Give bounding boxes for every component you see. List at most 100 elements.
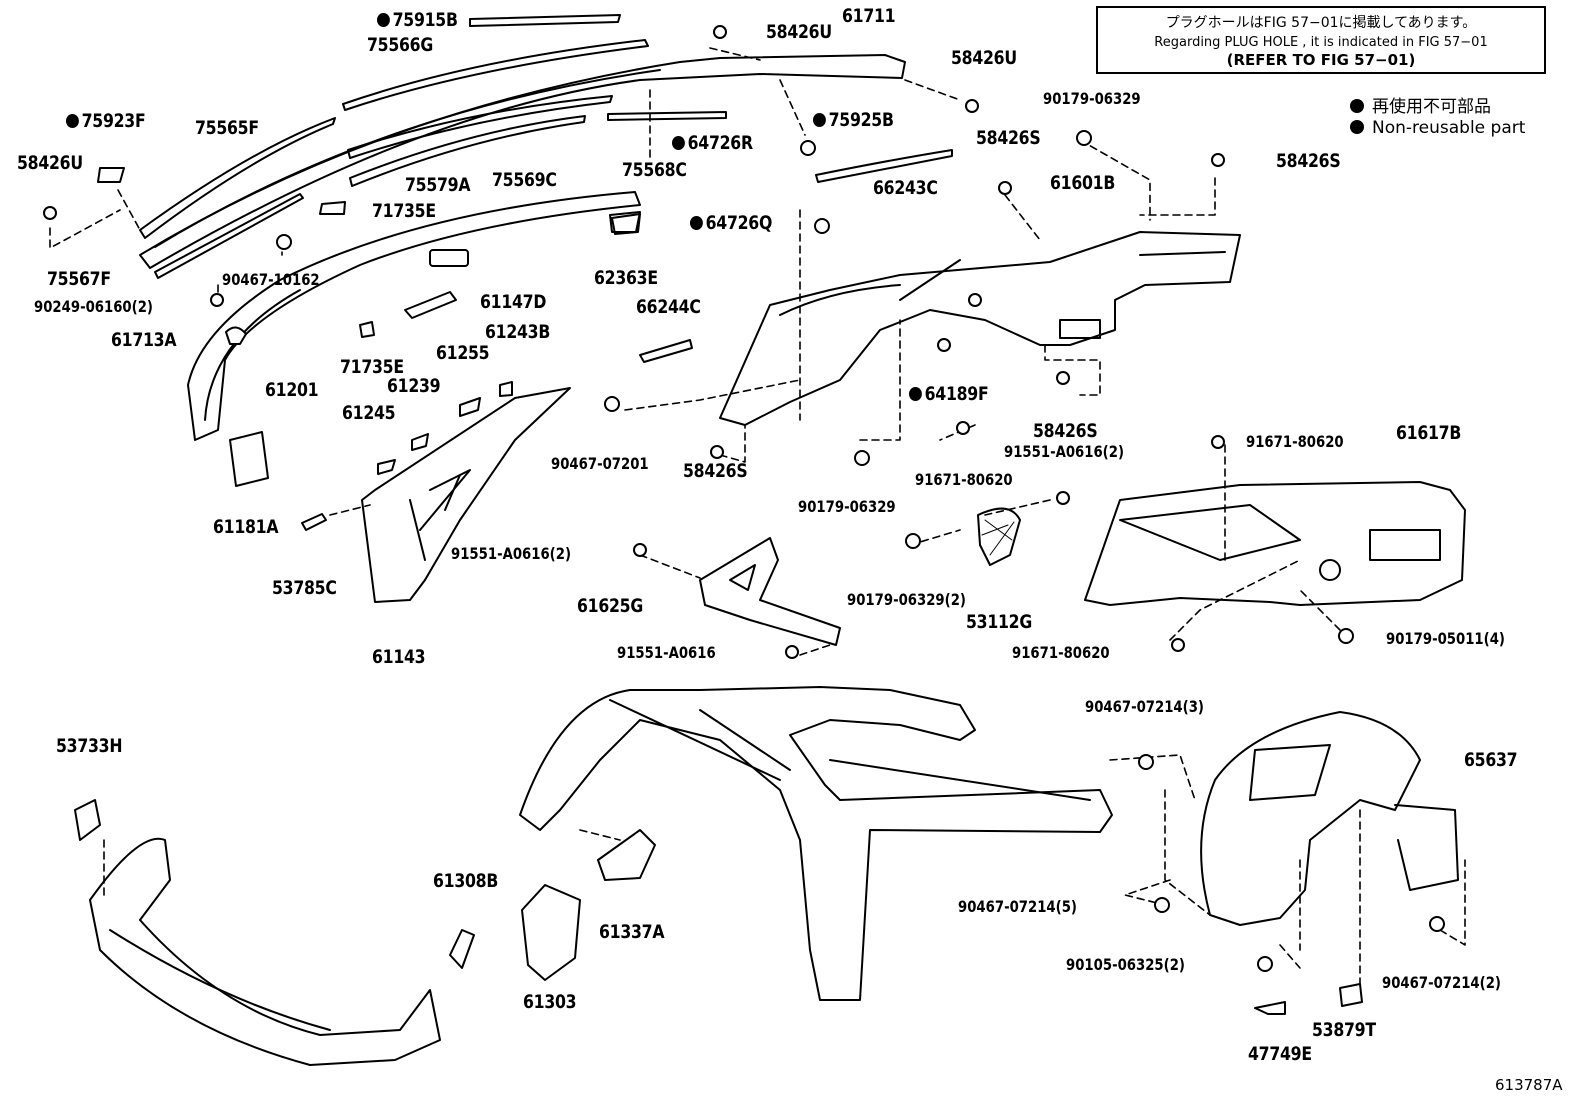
plate-61303 [521, 884, 581, 981]
part-label[interactable]: 62363E [594, 267, 658, 289]
non-reusable-icon [377, 13, 390, 27]
liner-65637 [1200, 711, 1459, 926]
part-label[interactable]: 58426U [17, 152, 83, 174]
bracket-61308B [449, 929, 475, 969]
bracket-62363E [611, 213, 641, 235]
quarter-panel-61601B [719, 231, 1241, 426]
pillar-61201 [187, 191, 641, 441]
part-label[interactable]: 91551-A0616(2) [451, 544, 572, 563]
part-label[interactable]: 75568C [622, 159, 687, 181]
brace-61625G [699, 537, 841, 646]
bullet-icon [1350, 120, 1364, 134]
part-label[interactable]: 47749E [1248, 1043, 1312, 1065]
note-box: プラグホールはFIG 57−01に掲載してあります。 Regarding PLU… [1096, 6, 1546, 74]
cross-member-53733H [74, 799, 441, 1066]
part-label[interactable]: 91551-A0616 [617, 643, 716, 662]
seal-66244C [639, 339, 693, 363]
part-label[interactable]: 75579A [405, 174, 471, 196]
part-label[interactable]: 75569C [492, 169, 557, 191]
part-label[interactable]: 90467-10162 [222, 270, 320, 289]
part-label[interactable]: 91671-80620 [915, 470, 1013, 489]
part-label[interactable]: 61713A [111, 329, 177, 351]
part-label[interactable]: 61617B [1396, 422, 1462, 444]
non-reusable-icon [813, 113, 826, 127]
part-label[interactable]: 58426S [976, 127, 1041, 149]
part-label[interactable]: 61143 [372, 646, 426, 668]
part-label[interactable]: 90467-07214(2) [1382, 973, 1501, 992]
body-frame [519, 686, 1113, 1001]
part-number: 75925B [828, 109, 894, 131]
part-number: 75915B [392, 9, 458, 31]
part-label[interactable]: 61601B [1050, 172, 1116, 194]
part-label[interactable]: 61239 [387, 375, 441, 397]
grille-mesh [981, 519, 1015, 556]
part-label[interactable]: 75925B [813, 110, 894, 130]
small-brackets-left [229, 397, 481, 531]
part-label[interactable]: 75567F [47, 268, 111, 290]
part-label[interactable]: 61308B [433, 870, 499, 892]
part-label[interactable]: 58426U [766, 21, 832, 43]
part-label[interactable]: 71735E [340, 356, 404, 378]
part-number: 75923F [81, 110, 146, 132]
part-label[interactable]: 53733H [56, 735, 123, 757]
roof-moulding-parts [97, 14, 953, 279]
part-label[interactable]: 90467-07201 [551, 454, 649, 473]
bullet-icon [1350, 99, 1364, 113]
leader-lines [49, 47, 1466, 986]
part-label[interactable]: 90467-07214(5) [958, 897, 1077, 916]
part-label[interactable]: 61255 [436, 342, 490, 364]
part-label[interactable]: 61337A [599, 921, 665, 943]
part-label[interactable]: 90467-07214(3) [1085, 697, 1204, 716]
non-reusable-icon [690, 216, 703, 230]
part-label[interactable]: 58426S [1033, 420, 1098, 442]
inner-panel-61617B [1084, 481, 1466, 606]
legend-jp-text: 再使用不可部品 [1372, 97, 1491, 117]
part-label[interactable]: 75915B [377, 10, 458, 30]
part-label[interactable]: 75923F [66, 110, 146, 132]
part-label[interactable]: 90179-06329 [798, 497, 896, 516]
non-reusable-icon [909, 387, 922, 401]
non-reusable-icon [672, 136, 685, 150]
grille-53112G [977, 507, 1021, 566]
part-label[interactable]: 91671-80620 [1012, 643, 1110, 662]
note-refer: (REFER TO FIG 57−01) [1226, 51, 1416, 69]
part-label[interactable]: 61147D [480, 291, 547, 313]
note-line-jp: プラグホールはFIG 57−01に掲載してあります。 [1165, 15, 1477, 31]
part-label[interactable]: 75565F [195, 117, 259, 139]
part-label[interactable]: 53112G [966, 611, 1032, 633]
part-label[interactable]: 66244C [636, 296, 701, 318]
part-label[interactable]: 61711 [842, 5, 896, 27]
pillar-61143 [361, 381, 571, 603]
part-label[interactable]: 91671-80620 [1246, 432, 1344, 451]
part-label[interactable]: 53785C [272, 577, 337, 599]
part-label[interactable]: 90179-05011(4) [1386, 629, 1505, 648]
part-label[interactable]: 90249-06160(2) [34, 297, 153, 316]
part-label[interactable]: 58426S [1276, 150, 1341, 172]
part-number: 64726Q [705, 212, 773, 234]
part-label[interactable]: 61181A [213, 516, 279, 538]
part-label[interactable]: 53879T [1312, 1019, 1376, 1041]
part-label[interactable]: 61243B [485, 321, 551, 343]
part-label[interactable]: 64726R [672, 133, 753, 153]
part-label[interactable]: 91551-A0616(2) [1004, 442, 1125, 461]
part-label[interactable]: 90179-06329(2) [847, 590, 966, 609]
part-label[interactable]: 64726Q [690, 213, 772, 233]
part-label[interactable]: 61201 [265, 379, 319, 401]
part-label[interactable]: 71735E [372, 200, 436, 222]
part-label[interactable]: 58426S [683, 460, 748, 482]
legend-en-text: Non-reusable part [1372, 118, 1526, 138]
part-label[interactable]: 61245 [342, 402, 396, 424]
part-label[interactable]: 90105-06325(2) [1066, 955, 1185, 974]
part-label[interactable]: 58426U [951, 47, 1017, 69]
part-label[interactable]: 66243C [873, 177, 938, 199]
part-label[interactable]: 61303 [523, 991, 577, 1013]
part-label[interactable]: 90179-06329 [1043, 89, 1141, 108]
fasteners [43, 25, 1445, 1015]
note-line-en: Regarding PLUG HOLE , it is indicated in… [1154, 35, 1488, 50]
part-label[interactable]: 75566G [367, 34, 433, 56]
part-label[interactable]: 64189F [909, 384, 989, 404]
part-label[interactable]: 65637 [1464, 749, 1518, 771]
part-label[interactable]: 61625G [577, 595, 643, 617]
